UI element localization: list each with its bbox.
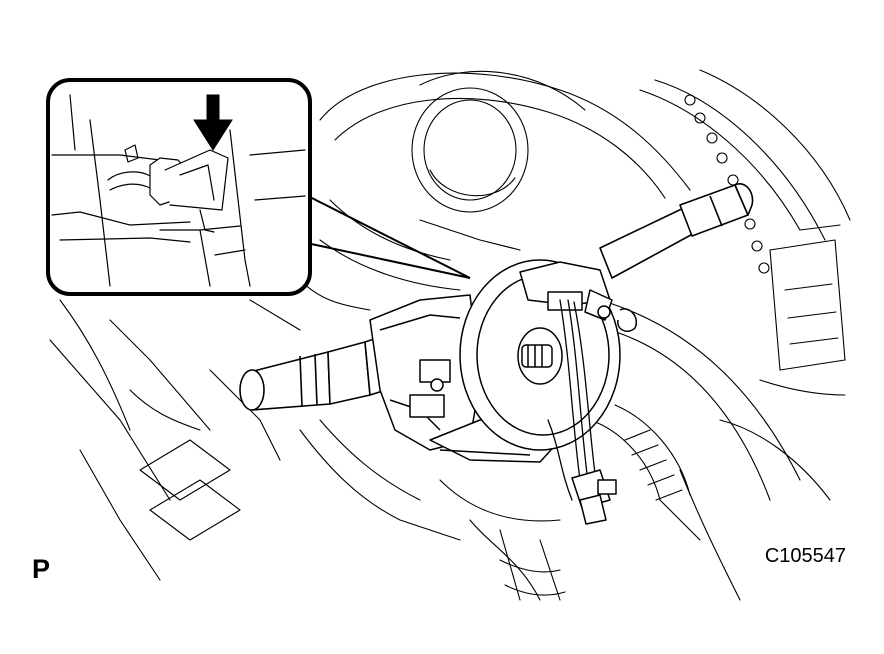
down-arrow-icon	[193, 94, 233, 151]
harness-connectors	[571, 469, 617, 525]
view-letter: P	[32, 554, 51, 584]
detail-inset	[46, 78, 312, 296]
boot-ridges	[624, 429, 683, 501]
vent-holes	[684, 94, 770, 274]
right-stalk	[599, 183, 754, 279]
callout-leader	[301, 192, 471, 279]
dashboard-linework	[49, 69, 851, 601]
figure-code: C105547	[764, 545, 846, 567]
wire-harness	[547, 299, 597, 501]
switch-assembly	[369, 259, 637, 463]
